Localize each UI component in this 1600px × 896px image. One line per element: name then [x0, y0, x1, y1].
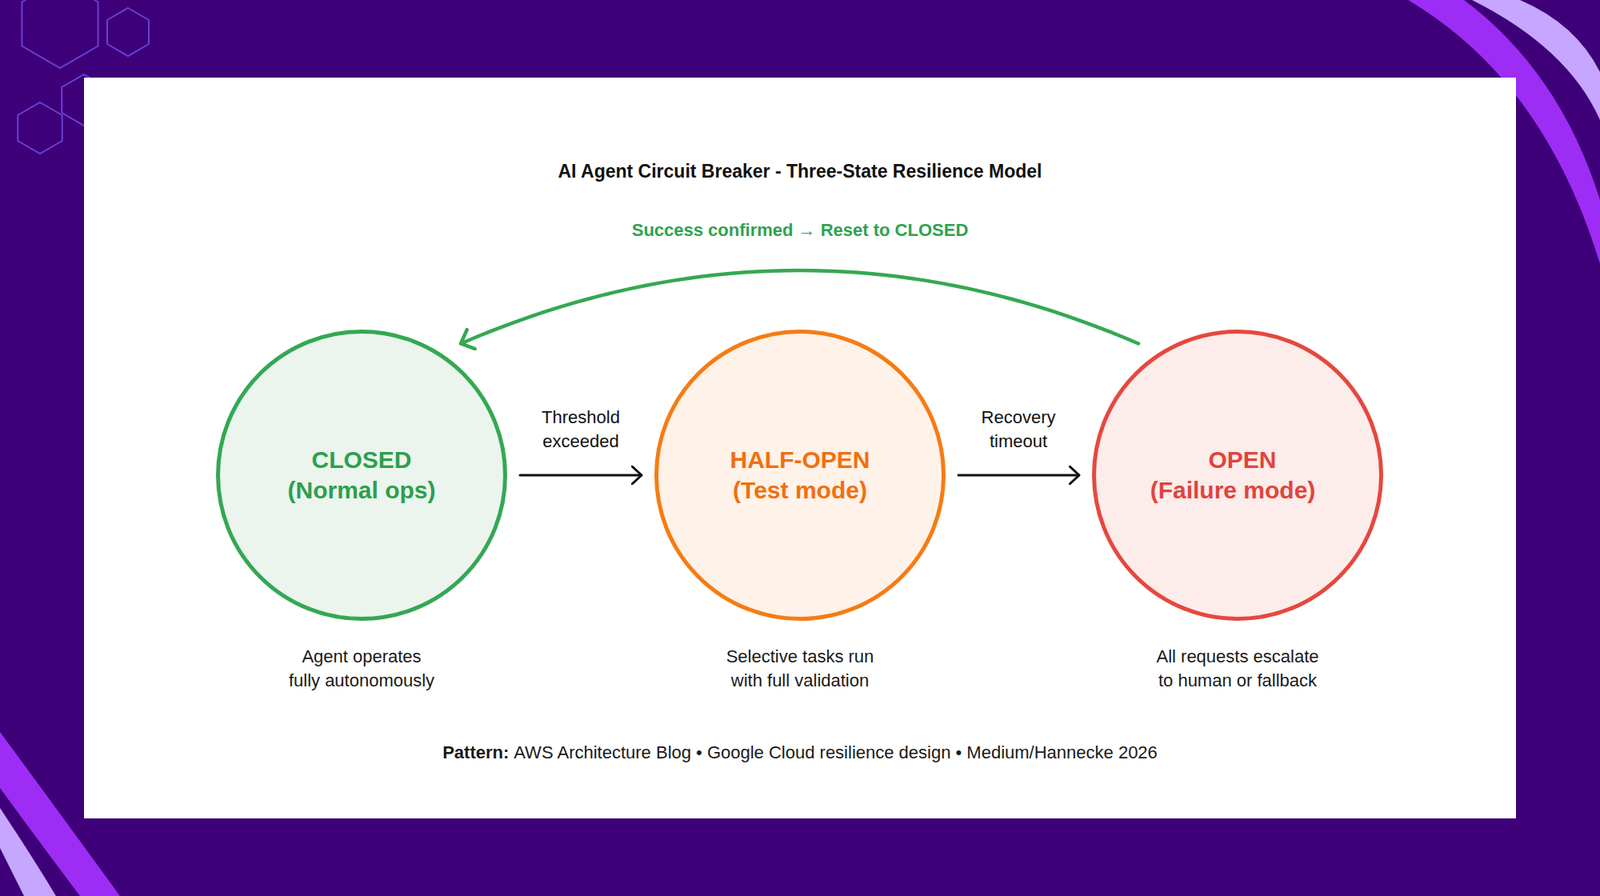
- circle-outline: [1092, 329, 1384, 621]
- state-description: All requests escalate to human or fallba…: [1152, 644, 1324, 693]
- transition-label: Success confirmed → Reset to CLOSED: [480, 218, 1120, 243]
- circle-outline: [654, 329, 946, 621]
- transition-arrow: [520, 474, 642, 477]
- state-circle: CLOSED (Normal ops)Agent operates fully …: [216, 329, 508, 621]
- state-name: CLOSED (Normal ops): [269, 444, 454, 506]
- diagram-title: AI Agent Circuit Breaker - Three-State R…: [0, 160, 1600, 183]
- hexagon: [107, 8, 149, 56]
- state-circle: OPEN (Failure mode)All requests escalate…: [1092, 329, 1384, 621]
- state-circle: HALF-OPEN (Test mode)Selective tasks run…: [654, 329, 946, 621]
- state-name: HALF-OPEN (Test mode): [708, 444, 892, 506]
- hexagon: [21, 0, 98, 68]
- transition-arrow: [958, 474, 1080, 477]
- card: [84, 77, 1516, 819]
- hexagon: [17, 102, 62, 154]
- source-heading: Pattern:: [442, 741, 509, 764]
- transition-label: Threshold exceeded: [516, 405, 645, 454]
- state-name: OPEN (Failure mode): [1146, 444, 1320, 506]
- state-description: Selective tasks run with full validation: [714, 644, 887, 693]
- source-line: Pattern:AWS Architecture Blog • Google C…: [0, 741, 1600, 764]
- transition-label: Recovery timeout: [954, 405, 1083, 454]
- state-circle-shape: [1094, 332, 1382, 620]
- swoosh: [0, 808, 56, 896]
- source-list: AWS Architecture Blog • Google Cloud res…: [513, 741, 1158, 764]
- state-description: Agent operates fully autonomously: [286, 644, 437, 693]
- state-circle-shape: [218, 332, 506, 620]
- circle-outline: [216, 329, 508, 621]
- state-circle-shape: [656, 332, 944, 620]
- transition-arrow: [460, 270, 1139, 344]
